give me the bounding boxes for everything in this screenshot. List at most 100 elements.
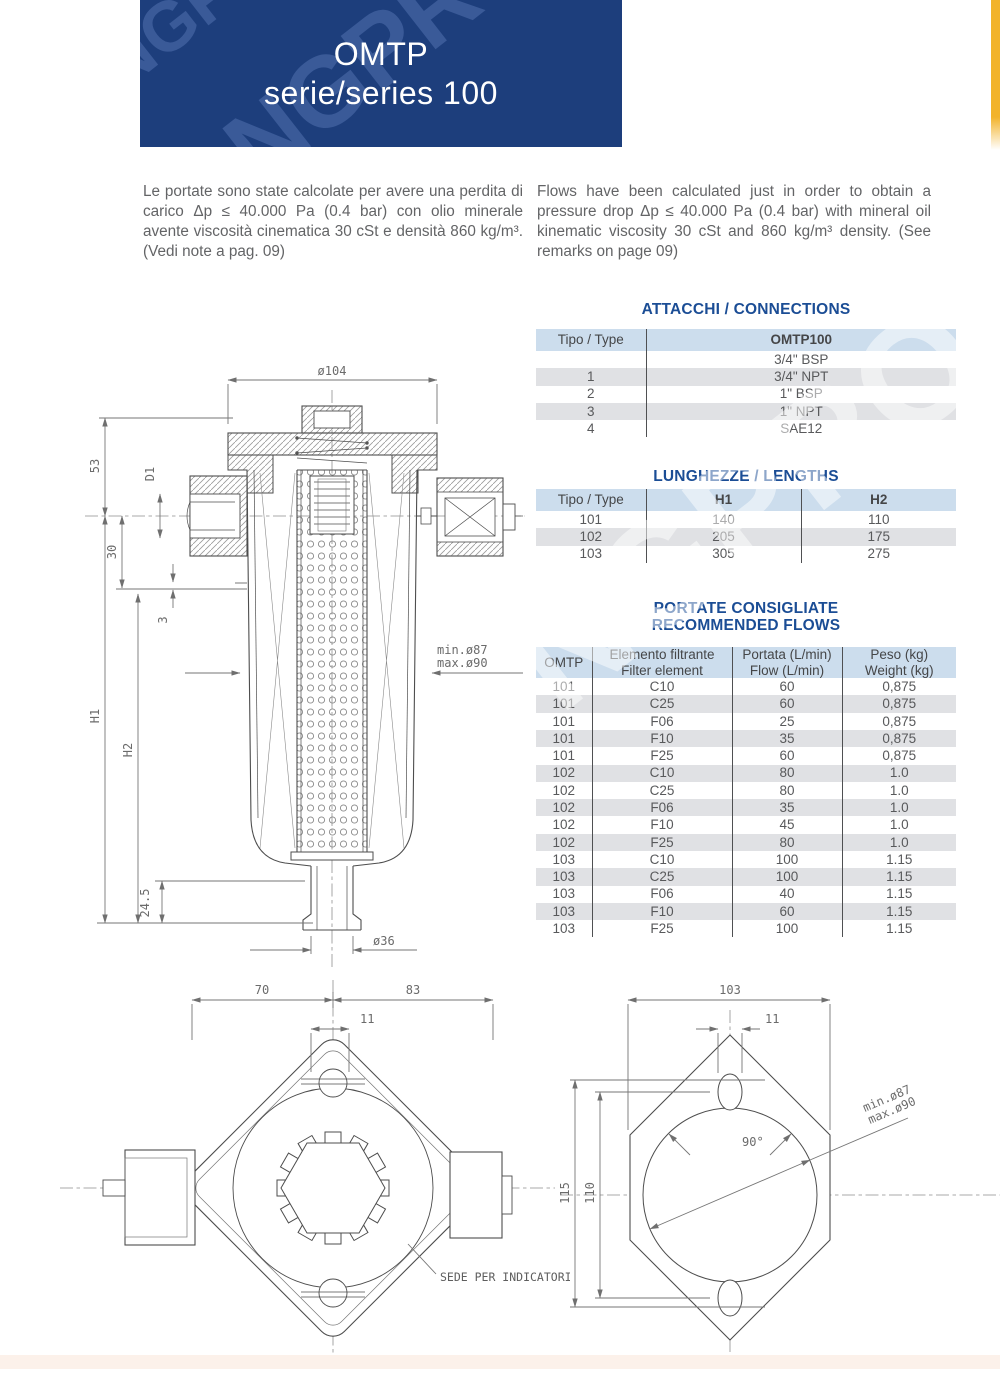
dim-label-245: 24.5 <box>138 889 152 918</box>
table-cell: 175 <box>800 528 956 546</box>
table-cell: 101 <box>552 678 576 694</box>
intro-paragraph-english: Flows have been calculated just in order… <box>537 183 931 260</box>
flows-table: OMTP Elemento filtrante Filter element P… <box>536 647 956 938</box>
column-header: OMTP100 <box>645 329 956 351</box>
table-cell: 103 <box>552 869 576 885</box>
table-cell: 1.15 <box>841 851 956 869</box>
table-cell: F06 <box>591 799 732 817</box>
table-cell: 4 <box>586 421 595 437</box>
table-cell: 305 <box>645 545 801 563</box>
table-cell: 0,875 <box>841 695 956 713</box>
table-cell: 205 <box>645 528 801 546</box>
table-cell: 101 <box>552 713 576 729</box>
column-header: Elemento filtrante Filter element <box>591 647 732 679</box>
table-cell: 102 <box>552 817 576 833</box>
table-cell: F10 <box>591 816 732 834</box>
table-cell <box>536 351 646 368</box>
table-cell: F25 <box>591 833 732 851</box>
table-cell: 80 <box>731 781 842 800</box>
table-cell: C10 <box>591 851 732 869</box>
table-cell: 101 <box>552 748 576 764</box>
indicator-seat-note: SEDE PER INDICATORI <box>440 1270 570 1284</box>
column-header: Tipo / Type <box>536 489 646 511</box>
table-cell: 275 <box>800 545 956 563</box>
table-cell: 101 <box>552 696 576 712</box>
table-cell: 1" BSP <box>645 385 956 403</box>
dim-label-h1: H1 <box>88 709 102 723</box>
table-cell: 45 <box>731 816 842 834</box>
table-cell: 3/4" NPT <box>645 368 956 386</box>
table-cell: C25 <box>591 781 732 800</box>
table-cell: 60 <box>731 747 842 765</box>
table-cell: 40 <box>731 885 842 903</box>
table-cell: 102 <box>552 782 576 798</box>
intro-paragraph-italian: Le portate sono state calcolate per aver… <box>143 183 523 260</box>
table-cell: 101 <box>579 511 603 527</box>
table-cell: 101 <box>552 730 576 746</box>
table-cell: F25 <box>591 747 732 765</box>
table-cell: C25 <box>591 695 732 713</box>
table-cell: 102 <box>552 800 576 815</box>
table-row: 3/4" BSP <box>536 351 956 369</box>
filter-cross-section-drawing: ø104 53 D1 30 3 H1 H2 24.5 min.ø87 max.ø… <box>85 358 525 978</box>
dim-label-110: 110 <box>583 1182 597 1204</box>
filter-head-bottom-view-drawing: 70 83 11 SEDE PER INDICATORI <box>40 980 572 1369</box>
table-cell: 1.15 <box>841 920 956 938</box>
column-header: Portata (L/min) Flow (L/min) <box>731 647 842 679</box>
column-header: Tipo / Type <box>536 329 646 351</box>
table-cell: 1" NPT <box>645 402 956 421</box>
table-cell: F10 <box>591 902 732 921</box>
dim-label-seat-max: max.ø90 <box>437 656 488 670</box>
page-edge-accent-bar <box>991 0 1000 150</box>
table-cell: 103 <box>552 851 576 867</box>
table-cell: 140 <box>645 511 801 529</box>
table-cell: 60 <box>731 902 842 921</box>
table-cell: 0,875 <box>841 729 956 748</box>
dim-label-d1: D1 <box>143 467 157 481</box>
table-cell: 1.0 <box>841 799 956 817</box>
table-header-row: OMTP Elemento filtrante Filter element P… <box>536 647 956 679</box>
table-cell: 35 <box>731 729 842 748</box>
table-cell: C10 <box>591 678 732 696</box>
table-cell: 1.0 <box>841 833 956 851</box>
table-cell: 1.15 <box>841 902 956 921</box>
angle-label-90: 90° <box>742 1135 764 1149</box>
table-cell: F06 <box>591 712 732 730</box>
table-cell: 1.0 <box>841 816 956 834</box>
table-row: 4 SAE12 <box>536 420 956 438</box>
column-header: Peso (kg) Weight (kg) <box>841 647 956 679</box>
series-header-box: NGPRO NGPRO OMTP serie/series 100 <box>140 0 622 147</box>
dim-label-53: 53 <box>88 459 102 473</box>
table-cell: 0,875 <box>841 712 956 730</box>
table-cell: 60 <box>731 678 842 696</box>
dim-label-h2: H2 <box>121 743 135 757</box>
dim-label-seat-min: min.ø87 <box>437 643 488 657</box>
table-cell: 103 <box>552 903 576 919</box>
table-cell: 25 <box>731 712 842 730</box>
dim-label-3: 3 <box>156 616 170 623</box>
table-cell: F25 <box>591 920 732 938</box>
dim-label-83: 83 <box>406 983 420 997</box>
table-cell: 1.0 <box>841 781 956 800</box>
table-header-row: Tipo / Type OMTP100 <box>536 329 956 351</box>
dim-label-dia104: ø104 <box>318 364 347 378</box>
table-cell: C10 <box>591 764 732 782</box>
table-cell: SAE12 <box>645 420 956 438</box>
table-cell: 103 <box>579 546 603 562</box>
